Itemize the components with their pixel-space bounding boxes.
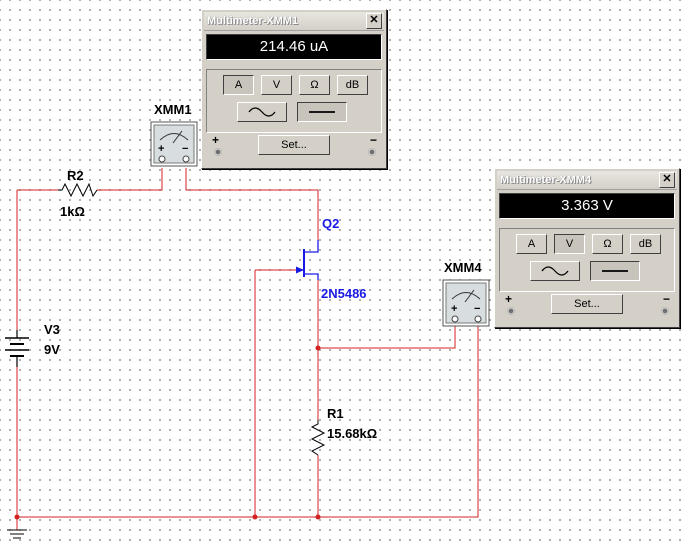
ohms-button[interactable]: Ω — [299, 75, 330, 95]
set-button[interactable]: Set... — [551, 294, 623, 314]
xmm4-meter-icon[interactable]: + − — [442, 279, 490, 327]
ac-mode-button[interactable] — [237, 102, 287, 122]
negative-terminal[interactable] — [661, 307, 669, 315]
r1-name: R1 — [327, 406, 344, 421]
negative-label: − — [370, 133, 378, 147]
positive-terminal[interactable] — [507, 307, 515, 315]
ohms-button[interactable]: Ω — [592, 234, 623, 254]
v3-value: 9V — [44, 342, 60, 357]
battery-v3[interactable] — [5, 330, 29, 367]
positive-terminal[interactable] — [214, 148, 222, 156]
xmm4-plus: + — [451, 303, 457, 315]
r2-value: 1kΩ — [60, 204, 85, 219]
v3-name: V3 — [44, 322, 60, 337]
multimeter-xmm4-titlebar[interactable]: Multimeter-XMM4 ✕ — [497, 171, 677, 190]
multimeter-xmm1-title: Multimeter-XMM1 — [207, 15, 299, 27]
multimeter-xmm4-window[interactable]: Multimeter-XMM4 ✕ 3.363 V A V Ω dB + − S… — [494, 168, 680, 328]
xmm1-plus: + — [158, 143, 164, 155]
jfet-q2[interactable] — [296, 240, 319, 280]
r1-value: 15.68kΩ — [327, 426, 377, 441]
volts-button[interactable]: V — [261, 75, 292, 95]
multimeter-xmm1-titlebar[interactable]: Multimeter-XMM1 ✕ — [204, 12, 384, 31]
xmm1-minus: − — [182, 143, 188, 155]
multimeter-xmm4-title: Multimeter-XMM4 — [500, 174, 592, 186]
volts-button[interactable]: V — [554, 234, 585, 254]
multimeter-xmm1-reading: 214.46 uA — [206, 34, 382, 60]
amps-button[interactable]: A — [223, 75, 254, 95]
dc-line-icon — [309, 111, 335, 113]
wire-r2-xmm1[interactable] — [97, 168, 163, 191]
multimeter-xmm1-controls: A V Ω dB — [206, 69, 382, 133]
amps-button[interactable]: A — [516, 234, 547, 254]
negative-label: − — [663, 292, 671, 306]
decibel-button[interactable]: dB — [337, 75, 368, 95]
dc-line-icon — [602, 270, 628, 272]
ground-symbol[interactable] — [7, 529, 27, 539]
sine-wave-icon — [541, 266, 569, 276]
decibel-button[interactable]: dB — [630, 234, 661, 254]
junction-node — [252, 514, 258, 520]
q2-name: Q2 — [322, 216, 339, 231]
ac-mode-button[interactable] — [530, 261, 580, 281]
resistor-r2[interactable] — [58, 182, 98, 198]
positive-label: + — [212, 133, 220, 147]
q2-model: 2N5486 — [321, 286, 367, 301]
set-button[interactable]: Set... — [258, 135, 330, 155]
r2-name: R2 — [67, 168, 84, 183]
wire-xmm1-drain[interactable] — [185, 168, 319, 240]
sine-wave-icon — [248, 107, 276, 117]
wires — [16, 168, 479, 530]
multimeter-xmm4-reading: 3.363 V — [499, 193, 675, 219]
multimeter-xmm1-window[interactable]: Multimeter-XMM1 ✕ 214.46 uA A V Ω dB + −… — [201, 9, 387, 169]
xmm1-meter-icon[interactable]: + − — [150, 121, 198, 167]
negative-terminal[interactable] — [368, 148, 376, 156]
positive-label: + — [505, 292, 513, 306]
multimeter-xmm4-controls: A V Ω dB — [499, 228, 675, 292]
dc-mode-button[interactable] — [590, 261, 640, 281]
resistor-r1[interactable] — [310, 420, 326, 456]
xmm4-minus: − — [474, 303, 480, 315]
wire-source-xmm4[interactable] — [318, 326, 456, 349]
dc-mode-button[interactable] — [297, 102, 347, 122]
junction-node — [315, 345, 321, 351]
close-button[interactable]: ✕ — [659, 172, 675, 188]
xmm1-label: XMM1 — [154, 102, 192, 117]
close-button[interactable]: ✕ — [366, 13, 382, 29]
junction-node — [315, 514, 321, 520]
xmm4-label: XMM4 — [444, 260, 482, 275]
wire-ground-rail[interactable] — [17, 326, 479, 518]
junction-node — [14, 514, 20, 520]
junctions — [14, 345, 321, 520]
